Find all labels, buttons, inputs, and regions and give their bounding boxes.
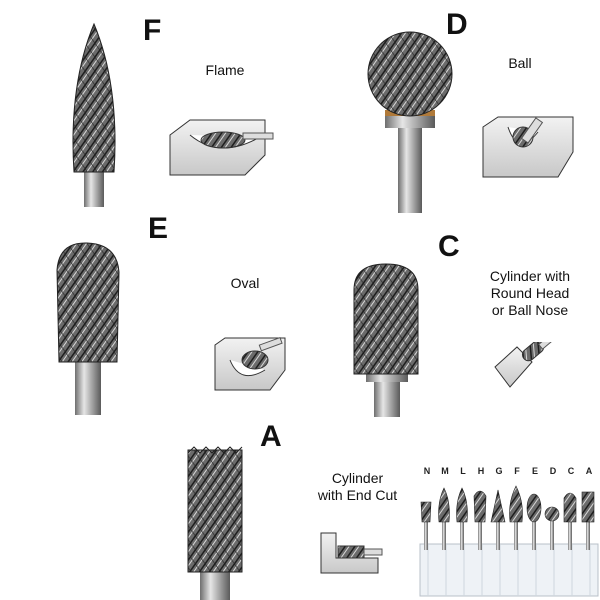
oval-label: Oval <box>230 275 260 291</box>
flame-usage-diagram <box>169 119 274 176</box>
oval-bur-image <box>56 242 120 415</box>
round-head-cylinder-usage-diagram <box>494 342 555 388</box>
section-letter-d: D <box>446 8 468 41</box>
section-letter-c: C <box>438 230 460 263</box>
section-letter-a: A <box>260 420 282 453</box>
set-label-c: C <box>567 466 575 476</box>
round-head-cylinder-bur-image <box>353 263 419 417</box>
bur-set-case-image <box>419 485 599 597</box>
set-label-n: N <box>423 466 431 476</box>
round-head-cylinder-label: Cylinder with Round Head or Ball Nose <box>489 268 571 318</box>
end-cut-cylinder-bur-image <box>187 446 243 600</box>
set-label-a: A <box>585 466 593 476</box>
ball-bur-image <box>367 31 453 213</box>
set-label-g: G <box>495 466 503 476</box>
flame-label: Flame <box>205 62 245 78</box>
set-label-h: H <box>477 466 485 476</box>
set-label-l: L <box>460 466 466 476</box>
ball-usage-diagram <box>482 116 574 178</box>
end-cut-cylinder-label: Cylinder with End Cut <box>317 470 398 503</box>
section-letter-f: F <box>143 14 162 47</box>
section-letter-e: E <box>148 212 169 245</box>
flame-bur-image <box>72 22 116 207</box>
set-label-e: E <box>531 466 538 476</box>
set-label-f: F <box>514 466 520 476</box>
oval-usage-diagram <box>214 336 286 391</box>
end-cut-cylinder-usage-diagram <box>320 532 383 574</box>
set-label-d: D <box>549 466 557 476</box>
set-label-m: M <box>441 466 449 476</box>
ball-label: Ball <box>508 55 532 71</box>
